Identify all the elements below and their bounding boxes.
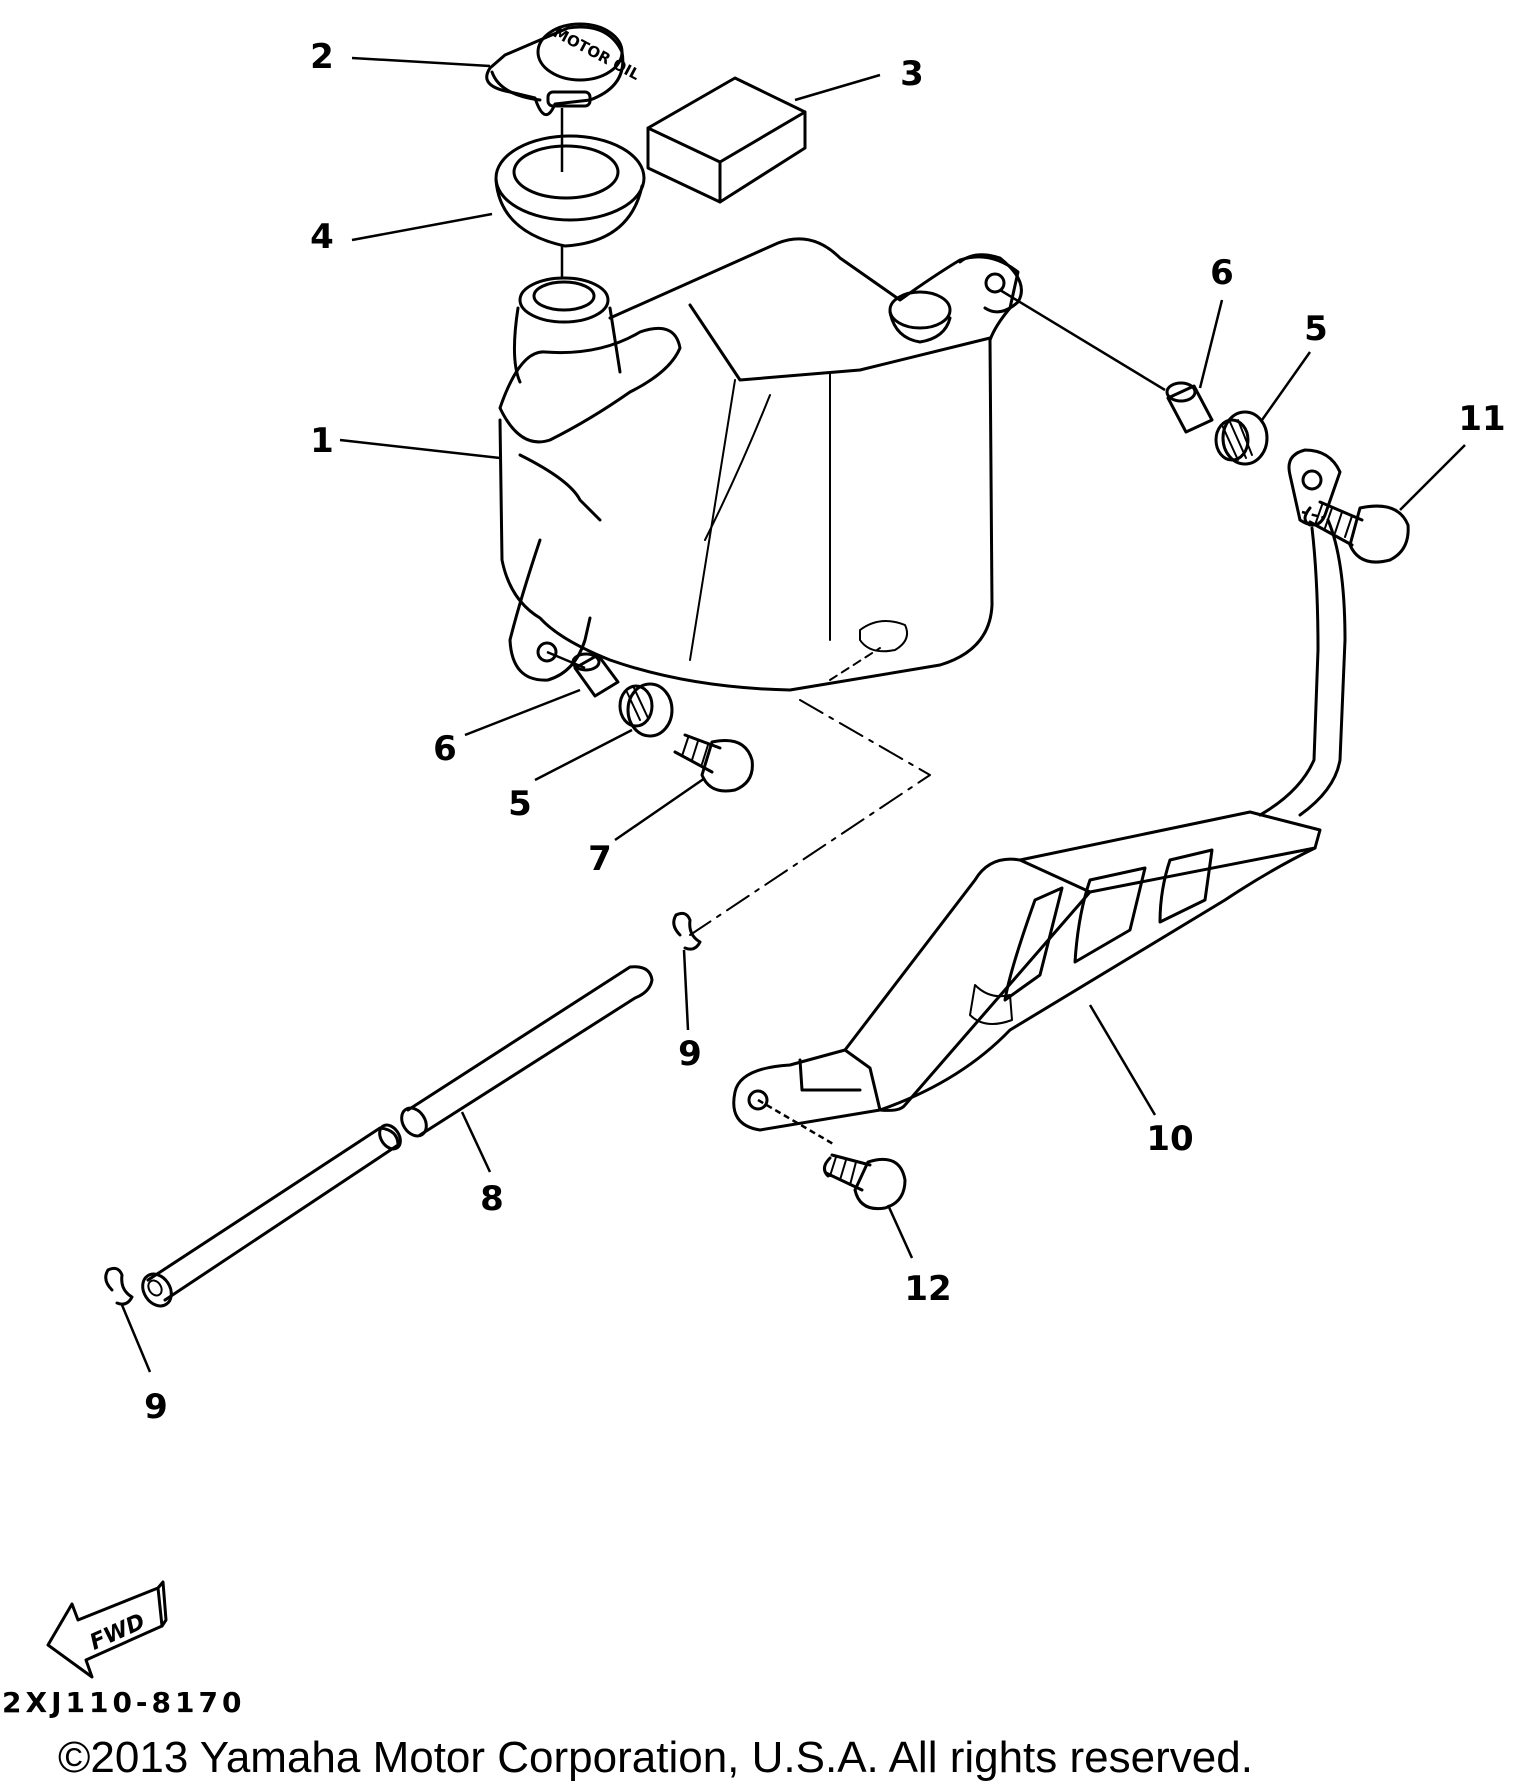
callout-9-lower: 9 (144, 1387, 168, 1427)
leader-line (1301, 510, 1326, 520)
fwd-arrow: FWD (46, 1580, 168, 1679)
clip-lower (104, 1266, 134, 1306)
foam-pad (646, 76, 807, 204)
callout-10: 10 (1146, 1119, 1193, 1159)
hose (141, 965, 654, 1308)
oil-tank (498, 237, 1023, 692)
routing-line (689, 699, 931, 936)
collar-right (1165, 381, 1214, 434)
oil-cap: MOTOR OIL (485, 22, 643, 116)
bolt-11 (1303, 500, 1410, 564)
callout-8: 8 (480, 1179, 504, 1219)
damper-left (618, 682, 674, 738)
leader-line (999, 288, 1166, 392)
diagram-code: 2XJ110-8170 (2, 1686, 246, 1719)
bracket (732, 448, 1347, 1132)
collar-left (571, 652, 620, 698)
callout-7: 7 (588, 839, 612, 879)
cap-label: MOTOR OIL (550, 23, 643, 84)
damper-right (1214, 410, 1269, 466)
callout-leaders (120, 56, 1466, 1373)
callout-12: 12 (904, 1269, 951, 1309)
callout-3: 3 (900, 54, 924, 94)
callout-5-left: 5 (508, 784, 532, 824)
callout-1: 1 (310, 421, 334, 461)
callout-11: 11 (1458, 399, 1505, 439)
grommet-ring (494, 134, 646, 248)
bolt-12 (823, 1153, 907, 1211)
clip-upper (672, 911, 702, 951)
callout-6-right: 6 (1210, 253, 1234, 293)
copyright-notice: ©2013 Yamaha Motor Corporation, U.S.A. A… (58, 1733, 1253, 1782)
callout-5-right: 5 (1304, 309, 1328, 349)
bolt-7 (673, 733, 754, 793)
callout-4: 4 (310, 217, 334, 257)
callout-2: 2 (310, 37, 334, 77)
fwd-label: FWD (86, 1609, 149, 1655)
callout-9-upper: 9 (678, 1034, 702, 1074)
callout-6-left: 6 (433, 729, 457, 769)
leader-line (757, 1098, 836, 1147)
